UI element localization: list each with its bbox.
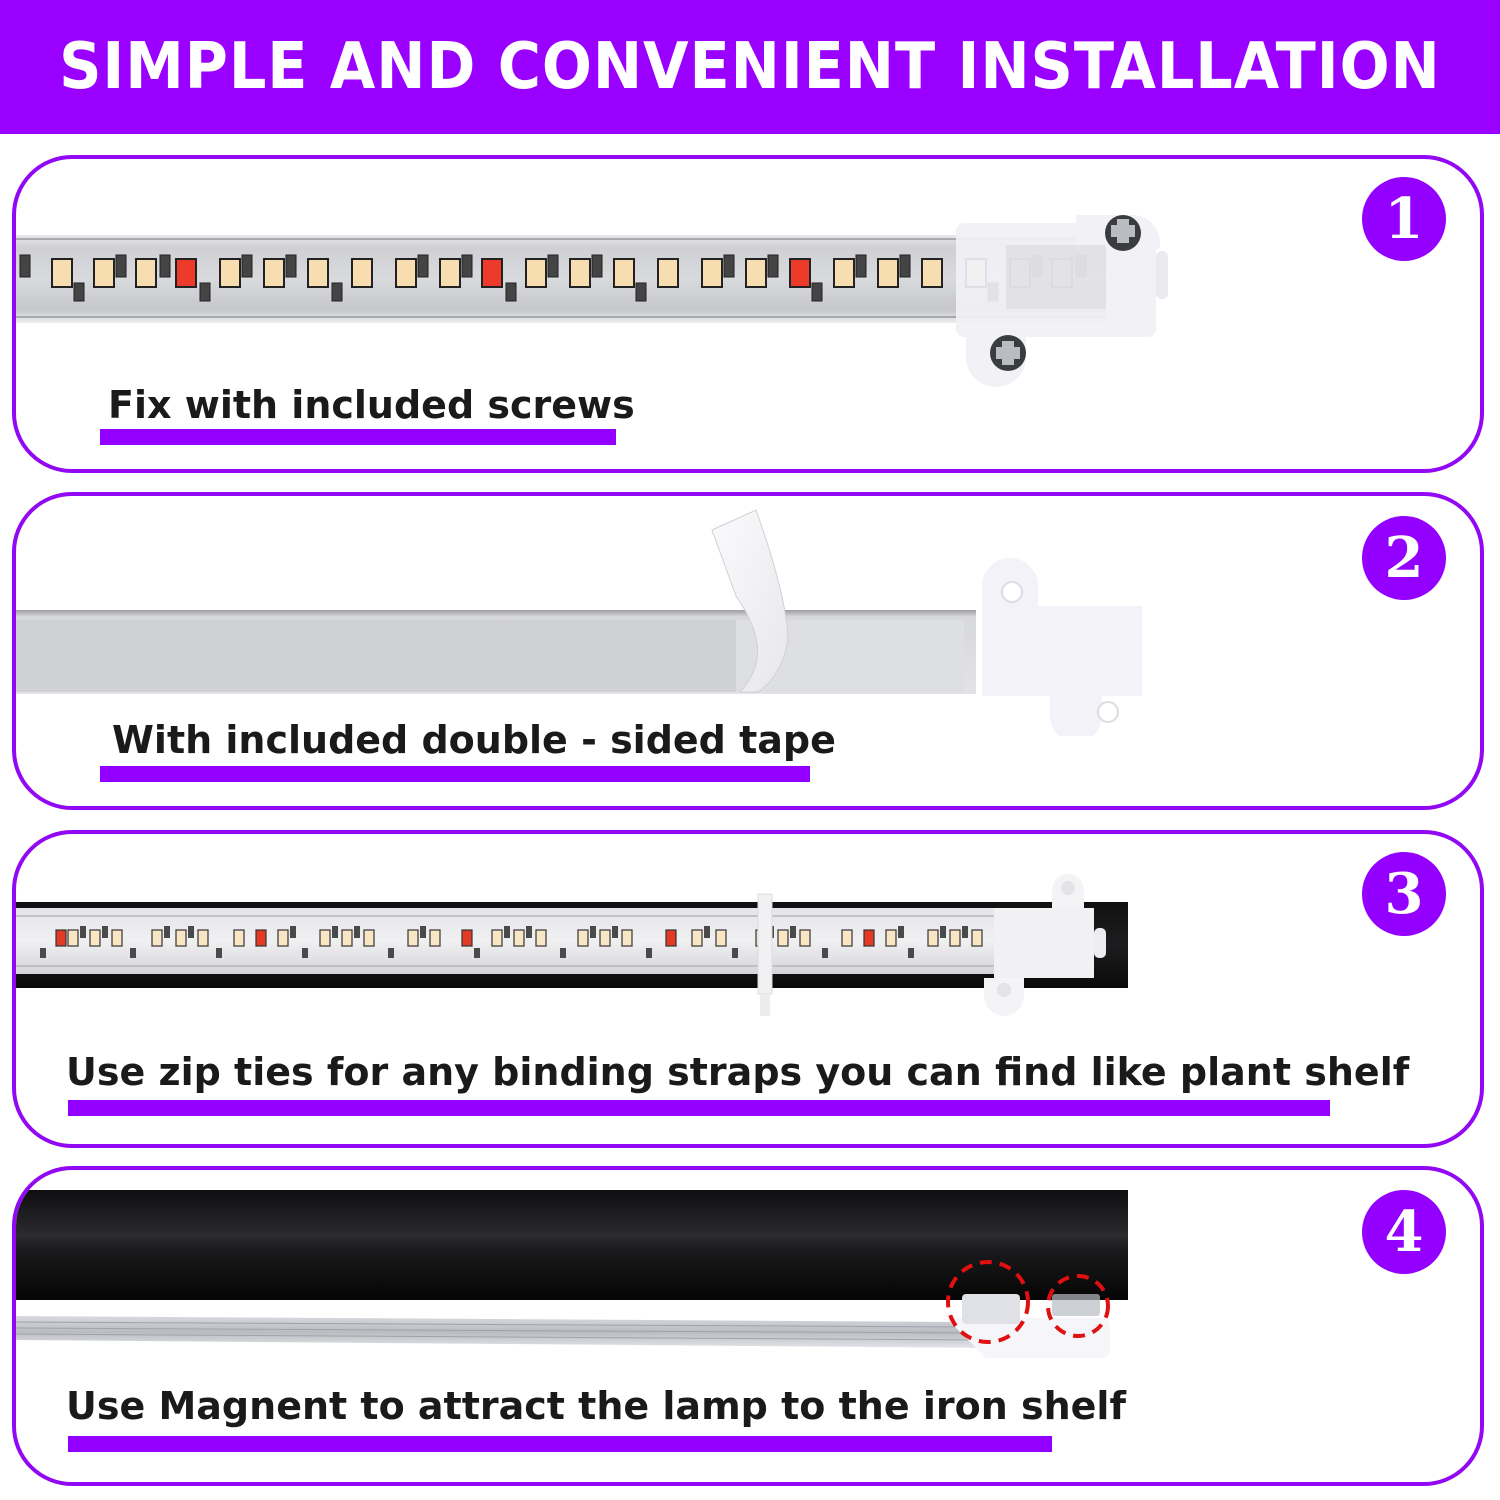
header-banner: SIMPLE AND CONVENIENT INSTALLATION — [0, 0, 1500, 134]
magnet-icon — [16, 1190, 1128, 1358]
step-2-panel: 2 With included double - sided tape — [12, 492, 1484, 810]
step-2-caption: With included double - sided tape — [112, 718, 836, 762]
page-title: SIMPLE AND CONVENIENT INSTALLATION — [59, 30, 1441, 104]
led-strip-icon — [16, 874, 1128, 1016]
mounting-clip-icon — [984, 874, 1106, 1016]
step-3-number-badge: 3 — [1362, 852, 1446, 936]
screw-icon — [990, 335, 1026, 371]
step-4-number-badge: 4 — [1362, 1190, 1446, 1274]
adhesive-tape-icon — [16, 509, 1142, 736]
step-2-number-badge: 2 — [1362, 516, 1446, 600]
step-3-underline — [68, 1100, 1330, 1116]
step-1-number-badge: 1 — [1362, 177, 1446, 261]
step-4-underline — [68, 1436, 1052, 1452]
step-1-underline — [100, 429, 616, 445]
step-3-caption: Use zip ties for any binding straps you … — [66, 1050, 1410, 1094]
step-4-panel: 4 — [12, 1166, 1484, 1486]
screw-icon — [1105, 215, 1141, 251]
step-1-caption: Fix with included screws — [108, 383, 635, 427]
step-2-underline — [100, 766, 810, 782]
mounting-clip-icon — [982, 558, 1142, 736]
highlight-circle-icon — [946, 1260, 1110, 1344]
step-1-panel: 1 — [12, 155, 1484, 473]
zip-tie-icon — [757, 893, 773, 1016]
step-3-panel: 3 — [12, 830, 1484, 1148]
step-4-caption: Use Magnent to attract the lamp to the i… — [66, 1384, 1126, 1428]
led-strip-icon — [16, 215, 1168, 387]
